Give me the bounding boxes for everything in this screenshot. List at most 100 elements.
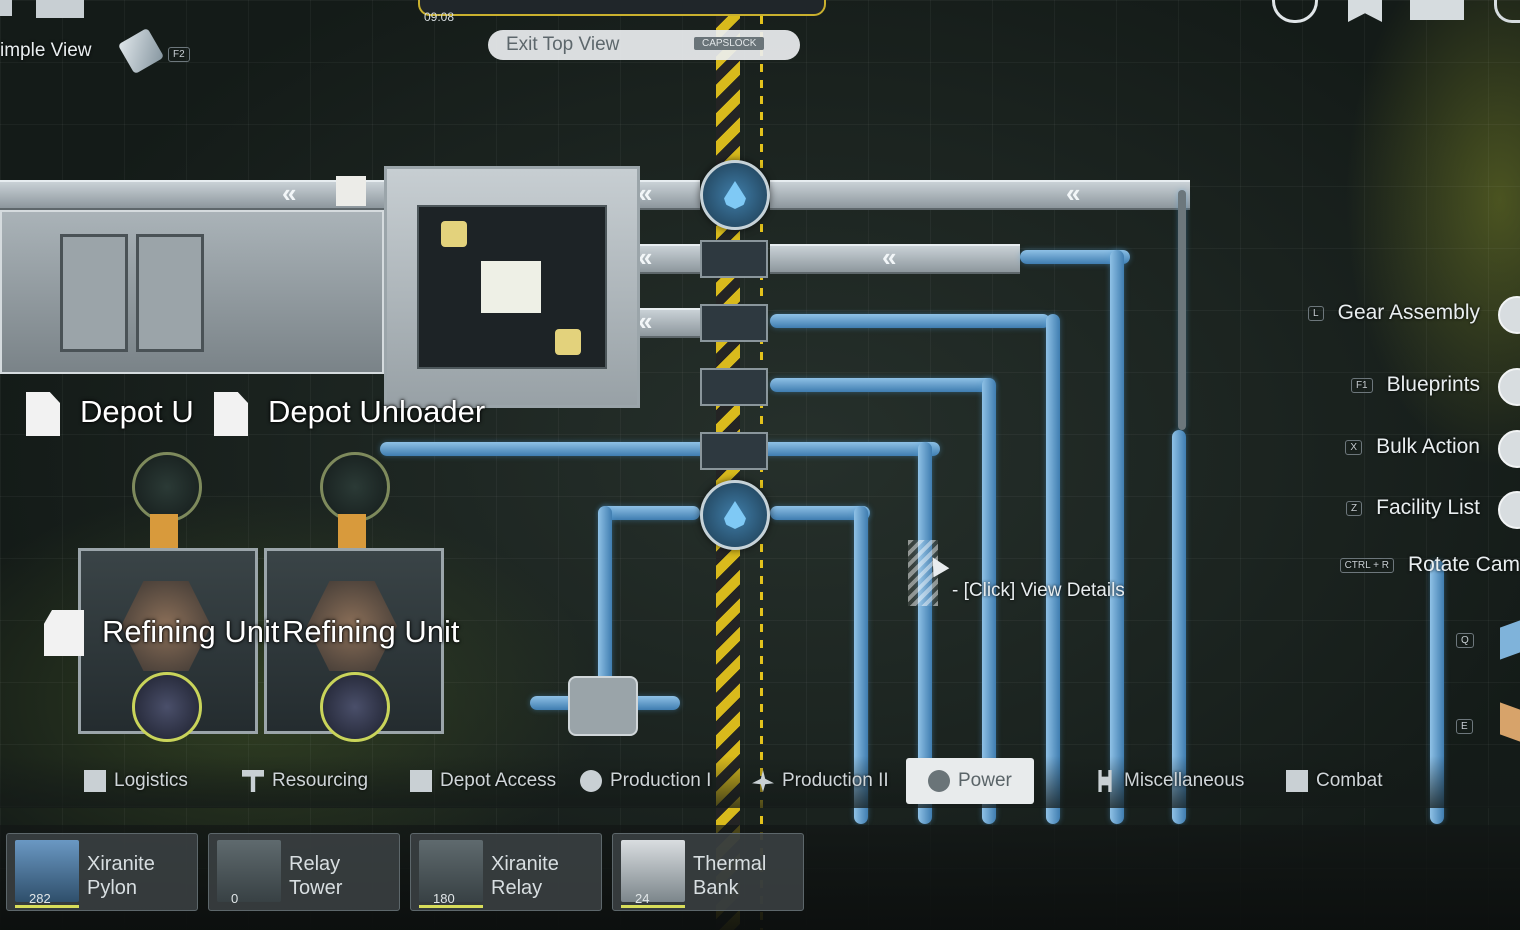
simple-view-toggle[interactable]: imple View <box>0 40 92 62</box>
pipe-bridge[interactable] <box>700 240 768 278</box>
card-underline <box>621 905 685 908</box>
tab-resourcing[interactable]: Resourcing <box>242 758 368 804</box>
side-item-blueprints[interactable]: F1 Blueprints <box>1350 370 1480 400</box>
settings-icon[interactable] <box>1494 0 1520 23</box>
card-name-line: Relay <box>289 853 341 875</box>
tab-logistics[interactable]: Logistics <box>84 758 188 804</box>
water-drop-icon <box>724 181 746 209</box>
chevron-left-icon: « <box>638 242 653 272</box>
warehouse-icon[interactable] <box>1410 0 1464 20</box>
pipe-bridge[interactable] <box>700 304 768 342</box>
depot-unloader-facility[interactable] <box>384 166 640 408</box>
grid-icon <box>1098 770 1112 792</box>
pipe[interactable] <box>1046 314 1060 824</box>
menu-icon[interactable] <box>0 0 12 16</box>
card-name-line: Bank <box>693 877 739 899</box>
tab-label: Miscellaneous <box>1124 770 1245 791</box>
tab-label: Production I <box>610 770 712 791</box>
port-connector <box>338 514 366 550</box>
depot-unloader-label: Depot Unloader <box>268 394 486 429</box>
view-details-hint: - [Click] View Details <box>952 580 1125 601</box>
pipe[interactable] <box>770 506 870 520</box>
tab-production-2[interactable]: Production II <box>752 758 889 804</box>
gear-icon <box>580 770 602 792</box>
pipe[interactable] <box>854 506 868 824</box>
pipe-bridge[interactable] <box>700 368 768 406</box>
water-drop-icon <box>724 501 746 529</box>
thermal-bank-icon <box>621 840 685 902</box>
pipe[interactable] <box>770 314 1050 328</box>
tab-label: Power <box>958 770 1012 791</box>
tab-combat[interactable]: Combat <box>1286 758 1383 804</box>
chevron-left-icon: « <box>638 178 653 208</box>
pipe-pump-node[interactable] <box>700 480 770 550</box>
logistics-icon <box>84 770 106 792</box>
conveyor-belt[interactable] <box>770 244 1020 274</box>
pipe[interactable] <box>918 442 932 824</box>
download-icon[interactable] <box>1348 0 1382 22</box>
output-port[interactable] <box>320 672 390 742</box>
chevron-left-icon: « <box>638 306 653 336</box>
key-f2: F2 <box>168 47 190 62</box>
conveyor-belt[interactable] <box>770 180 1190 210</box>
side-item-gear-assembly[interactable]: L Gear Assembly <box>1308 298 1480 328</box>
key-hint: F1 <box>1350 377 1373 393</box>
pipe-splitter[interactable] <box>568 676 638 736</box>
card-name-line: Xiranite <box>87 853 155 875</box>
facility-marker <box>555 329 581 355</box>
top-status-bar <box>418 0 826 16</box>
card-underline <box>15 905 79 908</box>
tab-depot-access[interactable]: Depot Access <box>410 758 556 804</box>
key-q: Q <box>1456 633 1474 648</box>
xiranite-pylon-icon <box>15 840 79 902</box>
pipe[interactable] <box>1020 250 1130 264</box>
chevron-left-icon: « <box>882 242 897 272</box>
side-item-label: Blueprints <box>1386 373 1480 396</box>
exit-top-view-button[interactable]: Exit Top View CAPSLOCK <box>488 30 800 60</box>
tab-production-1[interactable]: Production I <box>580 758 711 804</box>
relay-hub[interactable] <box>132 452 202 522</box>
refining-unit-label: Refining Unit <box>102 614 280 649</box>
side-item-facility-list[interactable]: Z Facility List <box>1346 493 1480 523</box>
card-name-line: Tower <box>289 877 343 899</box>
card-underline <box>419 905 483 908</box>
card-count: 24 <box>635 891 650 906</box>
pipe[interactable] <box>1172 430 1186 824</box>
side-item-label: Facility List <box>1376 496 1480 519</box>
relay-hub[interactable] <box>320 452 390 522</box>
pipe[interactable] <box>982 378 996 824</box>
pipe[interactable] <box>600 506 700 520</box>
pipe-pump-node[interactable] <box>700 160 770 230</box>
pipe[interactable] <box>1110 250 1124 824</box>
card-name-line: Pylon <box>87 877 138 899</box>
key-capslock: CAPSLOCK <box>694 37 765 50</box>
pipe[interactable] <box>380 442 940 456</box>
key-hint: CTRL + R <box>1339 557 1394 573</box>
production-icon <box>752 770 774 792</box>
side-item-rotate-camera[interactable]: CTRL + R Rotate Cam <box>1339 550 1520 580</box>
side-item-label: Rotate Cam <box>1407 553 1520 576</box>
tab-power[interactable]: Power <box>906 758 1034 804</box>
key-q-hint: Q <box>1456 630 1474 648</box>
pickaxe-icon <box>242 770 264 792</box>
side-item-bulk-action[interactable]: X Bulk Action <box>1345 432 1480 462</box>
tab-miscellaneous[interactable]: Miscellaneous <box>1094 758 1244 804</box>
side-item-label: Gear Assembly <box>1337 301 1480 324</box>
pipe-bridge[interactable] <box>700 432 768 470</box>
storage-container[interactable] <box>0 210 384 374</box>
card-name-line: Xiranite <box>491 853 559 875</box>
rotate-right-icon[interactable] <box>1500 702 1520 742</box>
xiranite-relay-icon <box>419 840 483 902</box>
pipe[interactable] <box>770 378 995 392</box>
pipe[interactable] <box>598 506 612 706</box>
facility-center-block <box>481 261 541 313</box>
tab-label: Resourcing <box>272 770 369 791</box>
output-port[interactable] <box>132 672 202 742</box>
